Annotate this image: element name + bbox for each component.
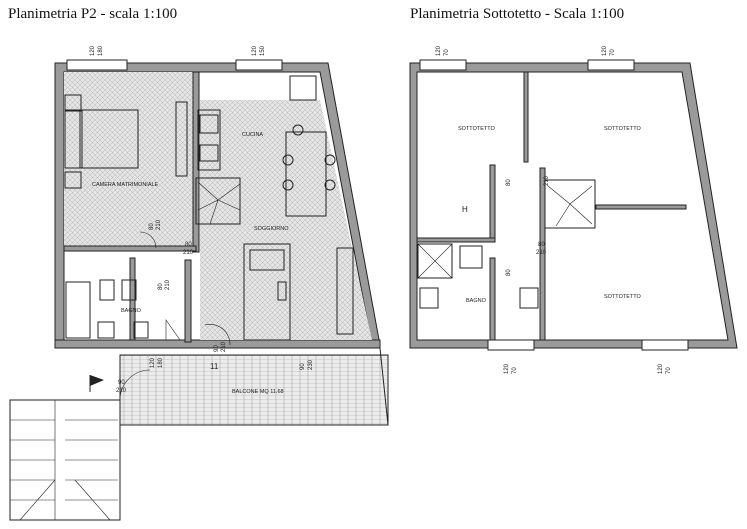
fridge bbox=[289, 75, 317, 101]
tv-unit bbox=[336, 247, 354, 335]
wall-camera-bagno bbox=[63, 245, 197, 252]
sotto-washbasin bbox=[459, 245, 483, 269]
label-door-number: 11 bbox=[210, 362, 219, 371]
svg-text:80: 80 bbox=[185, 242, 192, 248]
window-sotto-3 bbox=[487, 339, 535, 351]
svg-text:70: 70 bbox=[666, 367, 672, 374]
svg-text:150: 150 bbox=[260, 45, 266, 56]
window-p2-2 bbox=[235, 59, 283, 71]
bidet bbox=[99, 279, 115, 301]
label-bagno-p2: BAGNO bbox=[121, 308, 142, 314]
window-p2-1 bbox=[66, 59, 128, 71]
bagno-door bbox=[165, 319, 181, 341]
shower bbox=[417, 243, 453, 279]
washbasin-1 bbox=[97, 321, 115, 339]
svg-text:70: 70 bbox=[610, 49, 616, 56]
stove bbox=[199, 114, 219, 134]
svg-text:70: 70 bbox=[444, 49, 450, 56]
svg-text:180: 180 bbox=[98, 45, 104, 56]
svg-text:120: 120 bbox=[504, 363, 510, 374]
svg-text:120: 120 bbox=[90, 45, 96, 56]
svg-text:80: 80 bbox=[506, 179, 512, 186]
label-sottotetto-2: SOTTOTETTO bbox=[604, 126, 641, 132]
svg-text:210: 210 bbox=[116, 388, 127, 394]
wall-bagno-ingresso bbox=[184, 259, 192, 343]
dining-table bbox=[285, 131, 327, 217]
svg-text:210: 210 bbox=[544, 175, 550, 186]
sink bbox=[199, 144, 219, 162]
svg-text:90: 90 bbox=[118, 380, 125, 386]
bathtub bbox=[65, 281, 91, 339]
label-cucina: CUCINA bbox=[242, 132, 263, 138]
svg-text:80: 80 bbox=[538, 242, 545, 248]
entrance-door-arc bbox=[204, 324, 231, 346]
nightstand-1 bbox=[64, 94, 82, 112]
balcony-door-arc bbox=[119, 369, 151, 401]
label-h: H bbox=[462, 205, 468, 214]
svg-text:230: 230 bbox=[308, 359, 314, 370]
washbasin-2 bbox=[133, 321, 149, 339]
entrance-arrow bbox=[90, 375, 104, 386]
title-sottotetto: Planimetria Sottotetto - Scala 1:100 bbox=[410, 6, 625, 22]
wall-bagno-left bbox=[129, 257, 136, 341]
window-sotto-4 bbox=[641, 339, 689, 351]
label-bagno-sotto: BAGNO bbox=[466, 298, 487, 304]
label-sottotetto-1: SOTTOTETTO bbox=[458, 126, 495, 132]
svg-text:120: 120 bbox=[252, 45, 258, 56]
svg-text:90: 90 bbox=[214, 345, 220, 352]
svg-text:80: 80 bbox=[158, 283, 164, 290]
svg-text:210: 210 bbox=[221, 341, 227, 352]
sotto-toilet bbox=[519, 287, 539, 309]
svg-text:80: 80 bbox=[506, 269, 512, 276]
label-soggiorno: SOGGIORNO bbox=[254, 226, 289, 232]
spiral-stair bbox=[195, 177, 241, 225]
wall-camera-cucina bbox=[192, 71, 200, 253]
svg-text:80: 80 bbox=[149, 223, 155, 230]
svg-text:120: 120 bbox=[602, 45, 608, 56]
kitchen-counter bbox=[197, 109, 221, 171]
camera-door-arc bbox=[139, 231, 157, 249]
svg-text:70: 70 bbox=[512, 367, 518, 374]
svg-text:210: 210 bbox=[165, 279, 171, 290]
svg-text:210: 210 bbox=[536, 250, 547, 256]
svg-text:120: 120 bbox=[436, 45, 442, 56]
svg-text:90: 90 bbox=[300, 363, 306, 370]
sotto-outer-wall bbox=[409, 62, 738, 349]
svg-text:180: 180 bbox=[158, 357, 164, 368]
camera-floor bbox=[64, 72, 195, 250]
sotto-bidet bbox=[419, 287, 439, 309]
plan-sottotetto bbox=[409, 59, 738, 351]
label-sottotetto-3: SOTTOTETTO bbox=[604, 294, 641, 300]
soggiorno-floor bbox=[200, 100, 372, 340]
sotto-spiral-stair bbox=[544, 179, 596, 229]
toilet bbox=[121, 279, 137, 301]
label-camera: CAMERA MATRIMONIALE bbox=[92, 182, 159, 188]
window-sotto-2 bbox=[587, 59, 635, 71]
plan-p2 bbox=[9, 59, 389, 521]
nightstand-2 bbox=[64, 171, 82, 189]
bed bbox=[79, 109, 139, 169]
bed-headboard bbox=[64, 109, 83, 169]
wardrobe bbox=[175, 101, 188, 177]
svg-text:120: 120 bbox=[658, 363, 664, 374]
title-p2: Planimetria P2 - scala 1:100 bbox=[8, 6, 178, 22]
svg-text:210: 210 bbox=[183, 250, 194, 256]
svg-text:210: 210 bbox=[156, 219, 162, 230]
label-balcone: BALCONE MQ 11.68 bbox=[232, 389, 284, 395]
window-sotto-1 bbox=[419, 59, 467, 71]
sofa bbox=[243, 243, 291, 341]
stair-steps bbox=[197, 181, 241, 225]
svg-text:120: 120 bbox=[150, 357, 156, 368]
